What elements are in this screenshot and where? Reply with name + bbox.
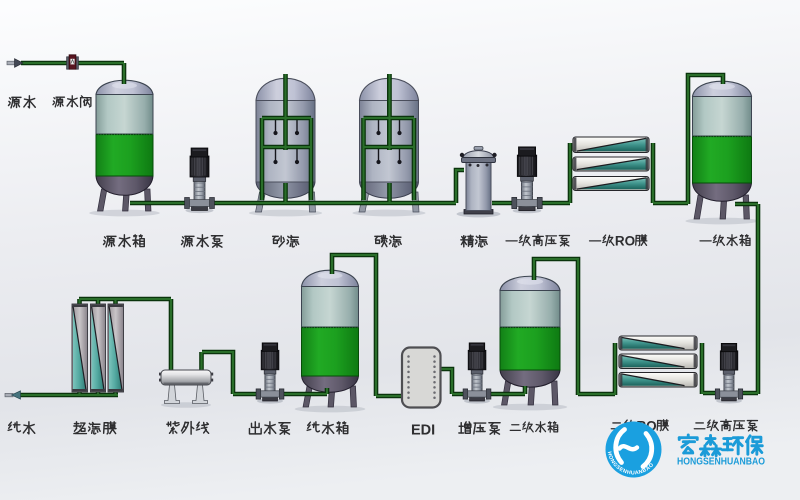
svg-text:EDI: EDI: [411, 423, 435, 439]
svg-text:HONGSENHUANBAO: HONGSENHUANBAO: [677, 457, 765, 468]
svg-text:RO: RO: [615, 233, 635, 248]
